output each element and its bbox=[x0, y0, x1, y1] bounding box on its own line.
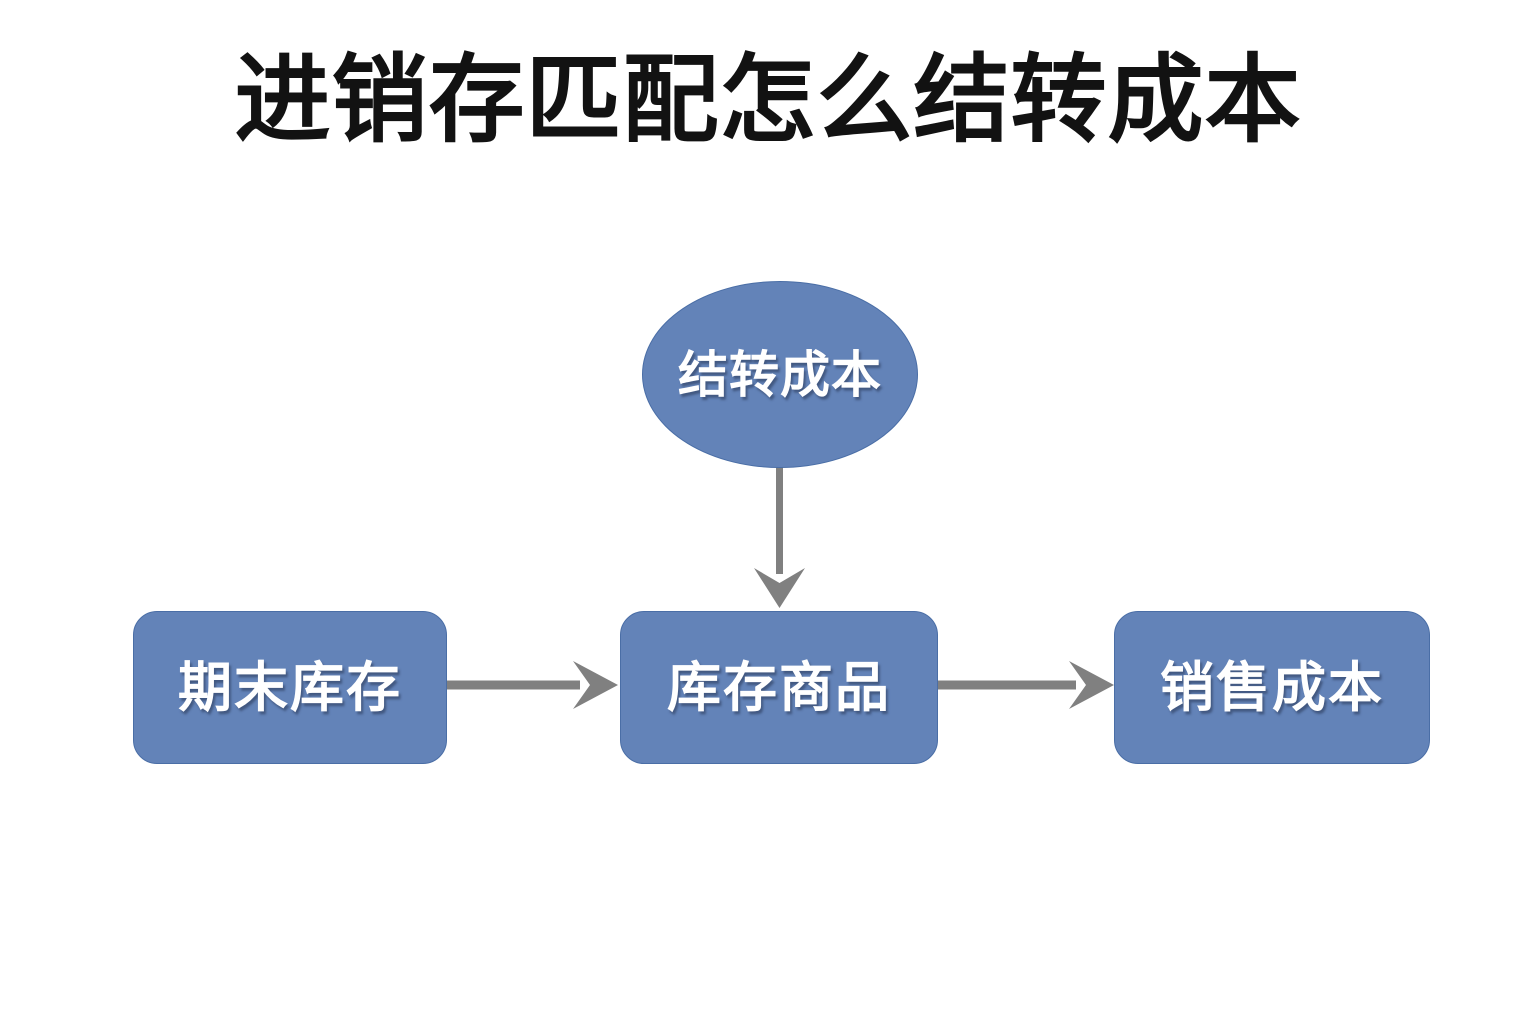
node-cost-of-sales[interactable]: 销售成本 bbox=[1114, 611, 1430, 764]
node-ending-inventory-label: 期末库存 bbox=[178, 657, 402, 718]
arrow-carry-cost-to-inventory-goods bbox=[754, 464, 805, 608]
node-ending-inventory[interactable]: 期末库存 bbox=[133, 611, 447, 764]
node-inventory-goods[interactable]: 库存商品 bbox=[620, 611, 938, 764]
node-cost-of-sales-label: 销售成本 bbox=[1160, 657, 1384, 718]
arrow-ending-inventory-to-inventory-goods bbox=[444, 661, 618, 709]
node-inventory-goods-label: 库存商品 bbox=[667, 657, 891, 718]
page-title: 进销存匹配怎么结转成本 bbox=[234, 47, 1302, 154]
arrow-inventory-goods-to-cost-of-sales bbox=[934, 661, 1114, 709]
node-carry-cost-label: 结转成本 bbox=[678, 346, 882, 403]
node-carry-cost[interactable]: 结转成本 bbox=[642, 281, 918, 468]
